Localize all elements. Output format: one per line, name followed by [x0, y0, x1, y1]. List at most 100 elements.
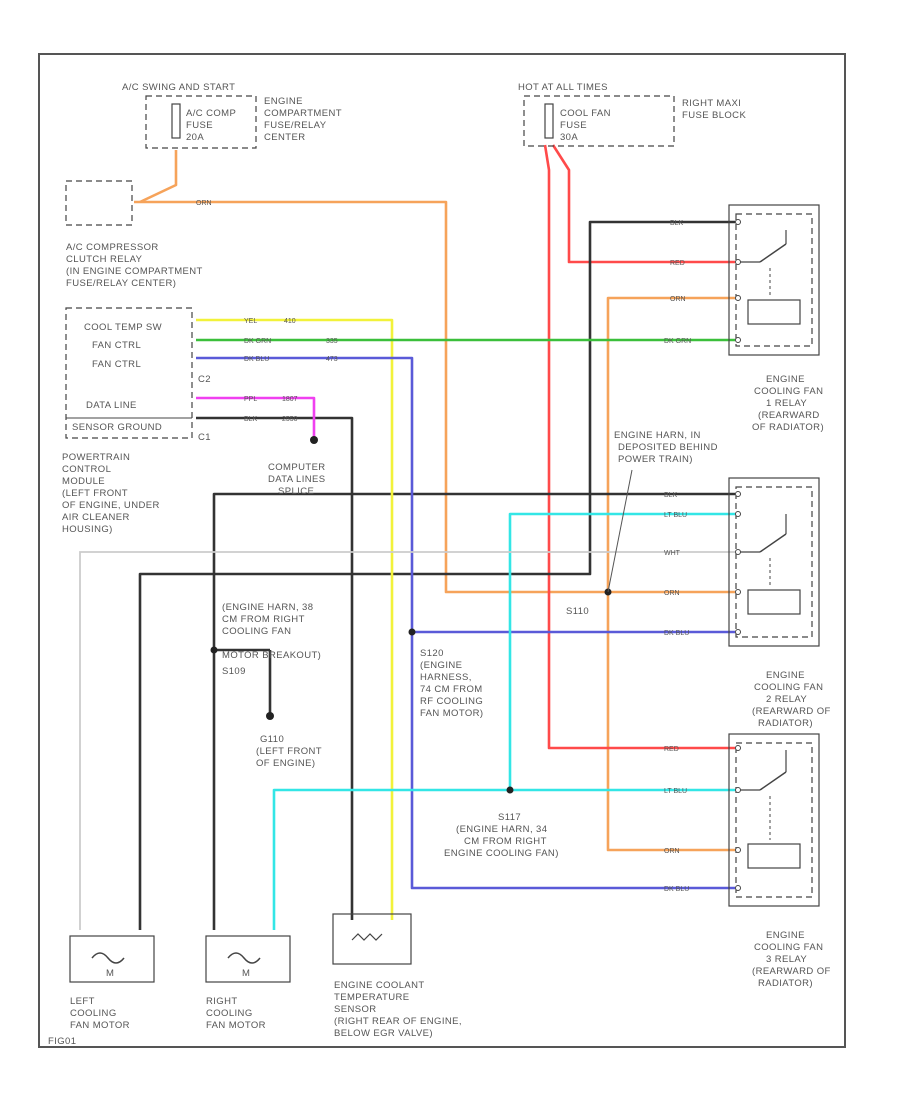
- right-motor-1: RIGHT: [206, 996, 238, 1007]
- s120-4: 74 CM FROM: [420, 684, 483, 695]
- ac-relay-3: (IN ENGINE COMPARTMENT: [66, 266, 203, 277]
- fuse-right-rating: 30A: [560, 132, 578, 143]
- data-splice-1: COMPUTER: [268, 462, 326, 473]
- wl-pin5: 1807: [282, 396, 298, 403]
- left-motor-2: COOLING: [70, 1008, 117, 1019]
- ac-relay-2: CLUTCH RELAY: [66, 254, 143, 265]
- wl-pin3: 335: [326, 338, 338, 345]
- s109-2: CM FROM RIGHT: [222, 614, 305, 625]
- wl-ltblu-r2: LT BLU: [664, 512, 687, 519]
- wl-pin6: 2550: [282, 416, 298, 423]
- left-motor-3: FAN MOTOR: [70, 1020, 130, 1031]
- wl-pin4: 473: [326, 356, 338, 363]
- wire-yellow: [196, 318, 394, 920]
- relay1-label-5: OF RADIATOR): [752, 422, 824, 433]
- wl-ltblu-r3: LT BLU: [664, 788, 687, 795]
- relay-2: ENGINE COOLING FAN 2 RELAY (REARWARD OF …: [728, 477, 831, 729]
- pcm-label-5: OF ENGINE, UNDER: [62, 500, 160, 511]
- pcm-pin-fan-ctrl-1: FAN CTRL: [92, 340, 141, 351]
- wire-red-1: [551, 144, 735, 264]
- relay1-label-1: ENGINE: [766, 374, 805, 385]
- left-motor-1: LEFT: [70, 996, 95, 1007]
- wl-orn-top: ORN: [196, 200, 212, 207]
- fuse-right-name: COOL FAN: [560, 108, 611, 119]
- wire-orange-main: [134, 200, 735, 594]
- s110-id: S110: [566, 606, 589, 617]
- sensor-2: TEMPERATURE: [334, 992, 409, 1003]
- relay2-label-5: RADIATOR): [758, 718, 813, 729]
- pcm-label-1: POWERTRAIN: [62, 452, 130, 463]
- s120-6: FAN MOTOR): [420, 708, 483, 719]
- left-fan-motor: M LEFT COOLING FAN MOTOR: [69, 935, 155, 1031]
- s120-5: RF COOLING: [420, 696, 483, 707]
- fuse-left-header: A/C SWING AND START: [122, 82, 235, 93]
- wl-orn-r3: ORN: [664, 848, 680, 855]
- wl-dkblu-r2: DK BLU: [664, 630, 689, 637]
- fuse-left-block-1: ENGINE: [264, 96, 303, 107]
- relay3-label-3: 3 RELAY: [766, 954, 807, 965]
- fuse-right: HOT AT ALL TIMES COOL FAN FUSE 30A RIGHT…: [518, 82, 746, 147]
- g110-label: G110 (LEFT FRONT OF ENGINE): [256, 734, 322, 769]
- s120-3: HARNESS,: [420, 672, 472, 683]
- sensor-4: (RIGHT REAR OF ENGINE,: [334, 1016, 462, 1027]
- relay3-label-4: (REARWARD OF: [752, 966, 831, 977]
- fuse-left: A/C SWING AND START A/C COMP FUSE 20A EN…: [122, 82, 342, 149]
- wl-orn-r1: ORN: [670, 296, 686, 303]
- pcm-pin-cool-temp: COOL TEMP SW: [84, 322, 162, 333]
- wire-red-3: [543, 144, 735, 750]
- wires: [79, 144, 735, 930]
- ground-g110: [266, 712, 274, 720]
- fuse-left-block-3: FUSE/RELAY: [264, 120, 327, 131]
- pcm-label-7: HOUSING): [62, 524, 113, 535]
- s120-2: (ENGINE: [420, 660, 462, 671]
- coolant-sensor: ENGINE COOLANT TEMPERATURE SENSOR (RIGHT…: [332, 913, 462, 1039]
- relay1-label-2: COOLING FAN: [754, 386, 823, 397]
- splice-s117: [506, 786, 514, 794]
- pcm-label-6: AIR CLEANER: [62, 512, 130, 523]
- fuse-left-rating: 20A: [186, 132, 204, 143]
- pcm-connector-c1: C1: [198, 432, 211, 443]
- s109-label: (ENGINE HARN, 38 CM FROM RIGHT COOLING F…: [222, 602, 321, 677]
- wl-red-r1: RED: [670, 260, 685, 267]
- relay2-label-3: 2 RELAY: [766, 694, 807, 705]
- s117-1: S117: [498, 812, 521, 823]
- s110-1: ENGINE HARN, IN: [614, 430, 701, 441]
- fuse-left-name: A/C COMP: [186, 108, 236, 119]
- wire-blue: [196, 356, 735, 890]
- right-motor-m: M: [242, 968, 250, 979]
- pcm-pin-sensor-ground: SENSOR GROUND: [72, 422, 162, 433]
- pcm: COOL TEMP SW FAN CTRL FAN CTRL C2 DATA L…: [62, 307, 211, 535]
- pcm-label-2: CONTROL: [62, 464, 111, 475]
- data-splice-2: DATA LINES: [268, 474, 326, 485]
- diagram-frame: [38, 53, 846, 1048]
- wl-blk-sg: BLK: [244, 416, 258, 423]
- s117-4: ENGINE COOLING FAN): [444, 848, 559, 859]
- relay2-label-4: (REARWARD OF: [752, 706, 831, 717]
- right-motor-3: FAN MOTOR: [206, 1020, 266, 1031]
- g110-2: (LEFT FRONT: [256, 746, 322, 757]
- sensor-5: BELOW EGR VALVE): [334, 1028, 433, 1039]
- wire-white: [79, 551, 735, 930]
- relay2-label-1: ENGINE: [766, 670, 805, 681]
- ac-relay-1: A/C COMPRESSOR: [66, 242, 159, 253]
- s109-leader: [607, 469, 633, 593]
- wl-orn-r2: ORN: [664, 590, 680, 597]
- wire-orange-fuse: [139, 150, 178, 204]
- ac-relay: A/C COMPRESSOR CLUTCH RELAY (IN ENGINE C…: [65, 180, 203, 289]
- relay2-label-2: COOLING FAN: [754, 682, 823, 693]
- s109-id: S109: [222, 666, 246, 677]
- g110-3: OF ENGINE): [256, 758, 315, 769]
- splice-s120: [408, 628, 416, 636]
- wl-dkblu-r3: DK BLU: [664, 886, 689, 893]
- relay-1: ENGINE COOLING FAN 1 RELAY (REARWARD OF …: [728, 204, 824, 433]
- pcm-connector-c2: C2: [198, 374, 211, 385]
- wl-blk-r2: BLK: [664, 492, 678, 499]
- fuse-left-block-2: COMPARTMENT: [264, 108, 342, 119]
- wl-ylw: YEL: [244, 318, 257, 325]
- wl-pin2: 410: [284, 318, 296, 325]
- left-motor-m: M: [106, 968, 114, 979]
- wire-ltblue-relay2: [508, 512, 735, 790]
- wire-ltblue-relay3: [272, 788, 735, 930]
- wl-dkgrn-r1: DK GRN: [664, 338, 691, 345]
- fuse-right-header: HOT AT ALL TIMES: [518, 82, 608, 93]
